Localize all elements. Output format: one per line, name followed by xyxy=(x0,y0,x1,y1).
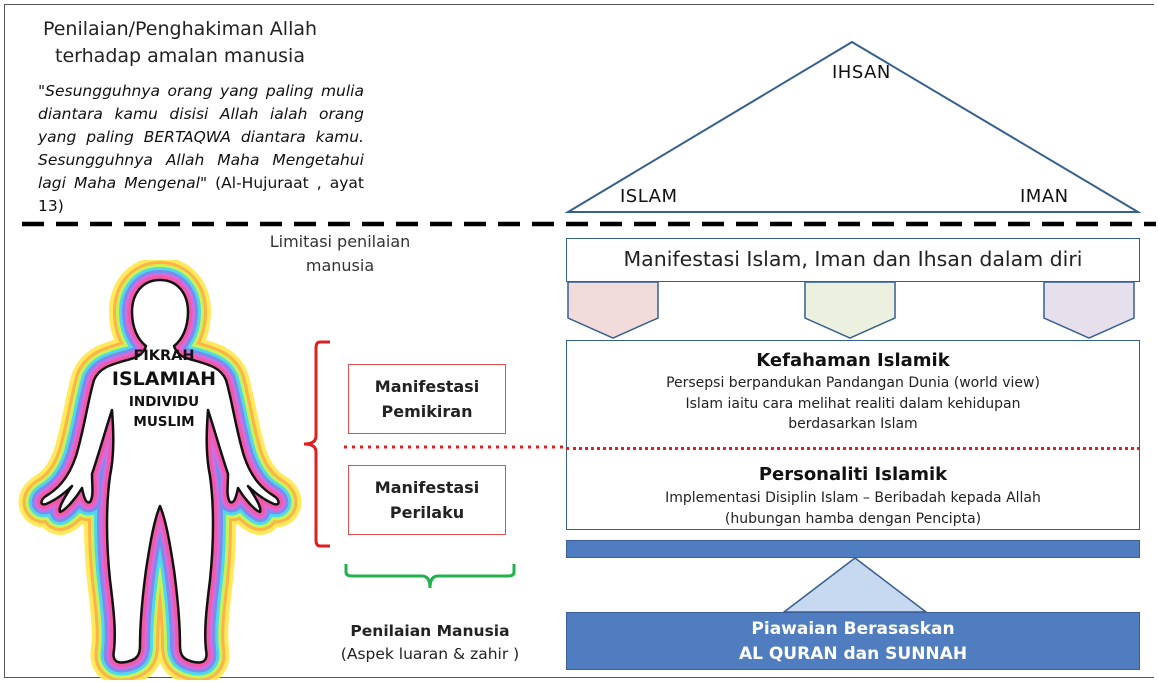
header-title-line1: Penilaian/Penghakiman Allah xyxy=(42,18,318,40)
personaliti-title: Personaliti Islamik xyxy=(758,464,948,485)
header-title: Penilaian/Penghakiman Allah terhadap ama… xyxy=(20,16,340,70)
dashed-divider xyxy=(22,221,1156,227)
arrow-middle xyxy=(804,281,896,339)
manifestation-box: Manifestasi Islam, Iman dan Ihsan dalam … xyxy=(566,238,1140,282)
thought-line1: Manifestasi xyxy=(374,377,480,396)
header-title-line2: terhadap amalan manusia xyxy=(55,45,305,67)
triangle-left-label: ISLAM xyxy=(620,186,678,207)
faith-triangle xyxy=(564,40,1142,213)
limitation-line1: Limitasi penilaian xyxy=(269,232,411,251)
human-assessment-title: Penilaian Manusia xyxy=(350,622,510,640)
human-aura-figure xyxy=(10,260,310,680)
red-brace xyxy=(303,340,330,548)
personaliti-body: Implementasi Disiplin Islam – Beribadah … xyxy=(566,488,1140,529)
personaliti-line2: (hubungan hamba dengan Pencipta) xyxy=(724,510,982,527)
support-triangle xyxy=(781,557,929,613)
quote-text: "Sesungguhnya orang yang paling mulia di… xyxy=(38,82,364,192)
behaviour-line2: Perilaku xyxy=(389,503,465,522)
kefahaman-line2: Islam iaitu cara melihat realiti dalam k… xyxy=(685,395,1021,412)
islamic-character-box xyxy=(566,340,1140,530)
foundation-box: Piawaian Berasaskan AL QURAN dan SUNNAH xyxy=(566,612,1140,670)
kefahaman-line3: berdasarkan Islam xyxy=(788,416,918,432)
diagram-frame xyxy=(4,4,1154,678)
triangle-top-label: IHSAN xyxy=(832,62,891,83)
dotted-separator xyxy=(566,447,1140,450)
kefahaman-title: Kefahaman Islamik xyxy=(756,350,950,371)
arrow-left xyxy=(567,281,659,339)
behaviour-line1: Manifestasi xyxy=(374,478,480,497)
limitation-line2: manusia xyxy=(305,256,375,275)
figure-text-fikrah: FIKRAH xyxy=(133,348,195,364)
down-arrows xyxy=(567,281,1135,339)
figure-text-individu: INDIVIDU xyxy=(128,394,200,410)
dotted-separator-extension xyxy=(344,445,568,449)
quran-quote: "Sesungguhnya orang yang paling mulia di… xyxy=(38,80,364,218)
foundation-line2: AL QURAN dan SUNNAH xyxy=(738,644,968,664)
triangle-right-label: IMAN xyxy=(1020,186,1069,207)
arrow-right xyxy=(1043,281,1135,339)
kefahaman-body: Persepsi berpandukan Pandangan Dunia (wo… xyxy=(566,373,1140,435)
thought-line2: Pemikiran xyxy=(381,402,473,421)
kefahaman-line1: Persepsi berpandukan Pandangan Dunia (wo… xyxy=(666,375,1040,391)
green-brace xyxy=(344,564,516,589)
human-assessment-label: Penilaian Manusia (Aspek luaran & zahir … xyxy=(300,620,560,666)
quote-reference: (Al-Hujuraat , ayat 13) xyxy=(38,174,364,215)
figure-text-islamiah: ISLAMIAH xyxy=(111,368,217,390)
support-bar xyxy=(566,540,1140,558)
manifestation-behaviour-box: Manifestasi Perilaku xyxy=(348,465,506,535)
foundation-line1: Piawaian Berasaskan xyxy=(751,619,955,639)
manifestation-thought-box: Manifestasi Pemikiran xyxy=(348,364,506,434)
personaliti-line1: Implementasi Disiplin Islam – Beribadah … xyxy=(665,490,1041,506)
limitation-label: Limitasi penilaian manusia xyxy=(240,230,440,278)
human-assessment-subtitle: (Aspek luaran & zahir ) xyxy=(340,645,520,663)
figure-text-muslim: MUSLIM xyxy=(133,414,195,430)
